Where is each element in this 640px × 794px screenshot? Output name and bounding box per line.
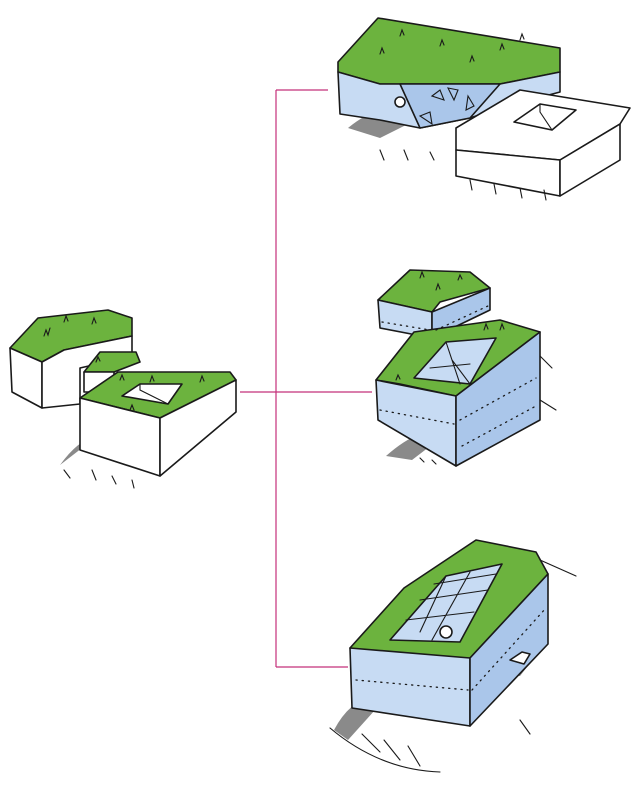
v2-floor-lines [379, 305, 537, 447]
v3-courtyard [389, 563, 503, 643]
v1-white-side [559, 123, 621, 197]
connector-bracket [240, 89, 372, 668]
connector-line [240, 89, 372, 668]
v3-car-icon [509, 651, 531, 665]
base-block-b-side [159, 379, 237, 477]
variant-glazed-base [337, 17, 631, 201]
v3-floor-lines [355, 607, 547, 691]
v1-glass-deep [399, 83, 501, 129]
base-massing [9, 309, 237, 489]
v2-courtyard [413, 337, 497, 385]
v3-side-glass [469, 573, 549, 727]
base-courtyard-hole [121, 383, 183, 405]
v1-white-hole [513, 103, 577, 131]
variant-courtyard-block [329, 539, 577, 773]
v1-column [394, 96, 406, 108]
v1-grass-roof [337, 17, 561, 85]
variant-stacked-glass [375, 269, 557, 467]
v3-courtyard-column [439, 625, 453, 639]
